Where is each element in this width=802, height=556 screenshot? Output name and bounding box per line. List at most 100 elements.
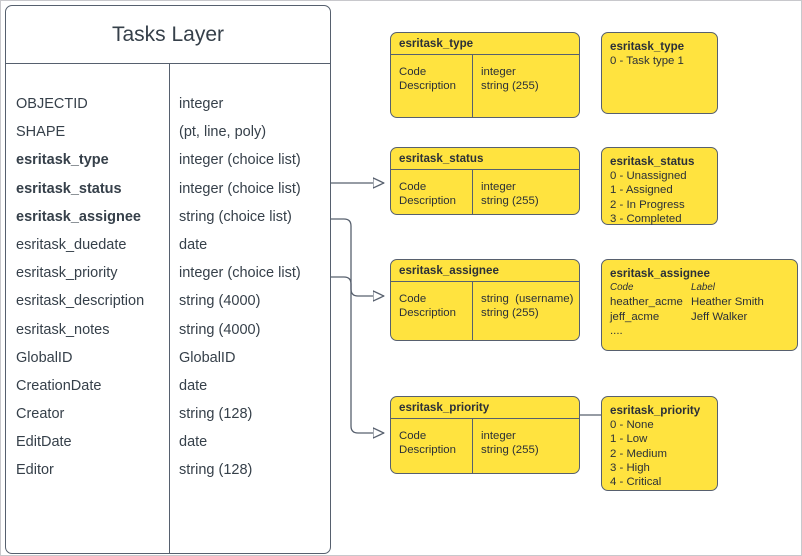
- codelist-header-label: Label: [691, 282, 715, 293]
- field-type: date: [179, 434, 208, 451]
- table-body-esritask-status: Code Description integer string (255): [391, 170, 579, 214]
- tasks-layer-table: Tasks Layer OBJECTID integer SHAPE (pt, …: [5, 5, 331, 554]
- codelist-item: 1 - Assigned: [610, 184, 673, 197]
- table-header-esritask-assignee: esritask_assignee: [391, 260, 579, 282]
- field-name: GlobalID: [16, 349, 73, 366]
- field-name: esritask_description: [16, 293, 145, 310]
- codelist-row: heather_acme Heather Smith: [610, 295, 789, 310]
- connector-priority: [331, 276, 384, 433]
- codelist-row: jeff_acme Jeff Walker: [610, 310, 789, 325]
- field-name: CreationDate: [16, 377, 102, 394]
- field-type: integer: [179, 96, 224, 112]
- field-type: date: [179, 236, 208, 253]
- tasks-layer-body: OBJECTID integer SHAPE (pt, line, poly) …: [6, 64, 330, 553]
- codelist-item: 1 - Low: [610, 433, 648, 446]
- codelist-esritask-type: esritask_type 0 - Task type 1: [601, 32, 718, 114]
- table-row: esritask_notes string (4000): [6, 322, 330, 350]
- codelist-ellipsis: ....: [610, 325, 623, 338]
- table-body-esritask-type: Code Description integer string (255): [391, 55, 579, 117]
- table-column-type: integer string (255): [481, 66, 539, 93]
- codelist-esritask-assignee: esritask_assignee Code Label heather_acm…: [601, 259, 798, 351]
- codelist-label: Heather Smith: [691, 296, 764, 308]
- table-header-esritask-type: esritask_type: [391, 33, 579, 55]
- column-divider: [472, 282, 474, 340]
- field-type: (pt, line, poly): [179, 124, 267, 141]
- codelist-title: esritask_status: [610, 155, 695, 168]
- codelist-item: 3 - Completed: [610, 212, 682, 225]
- table-row: OBJECTID integer: [6, 96, 330, 124]
- field-name: EditDate: [16, 434, 72, 451]
- codelist-item: 2 - In Progress: [610, 198, 685, 211]
- table-column-type: integer string (255): [481, 181, 539, 208]
- table-esritask-priority: esritask_priority Code Description integ…: [390, 396, 580, 474]
- table-row: Creator string (128): [6, 406, 330, 434]
- codelist-item: 2 - Medium: [610, 447, 667, 460]
- connector-assignee: [331, 218, 384, 296]
- column-divider: [472, 419, 474, 473]
- table-esritask-assignee: esritask_assignee Code Description strin…: [390, 259, 580, 341]
- field-name: esritask_type: [16, 152, 109, 169]
- codelist-item: 0 - Unassigned: [610, 170, 687, 182]
- table-row: esritask_status integer (choice list): [6, 181, 330, 209]
- field-type: string (128): [179, 406, 253, 423]
- table-column-code: Code Description: [399, 293, 456, 320]
- field-name: esritask_duedate: [16, 236, 127, 253]
- table-esritask-type: esritask_type Code Description integer s…: [390, 32, 580, 118]
- table-column-type: string (username) string (255): [481, 293, 574, 320]
- field-name: Creator: [16, 406, 65, 423]
- table-row: esritask_duedate date: [6, 237, 330, 265]
- field-name: Editor: [16, 462, 54, 479]
- codelist-item: 0 - None: [610, 419, 654, 431]
- field-name: OBJECTID: [16, 96, 88, 112]
- codelist-label: Jeff Walker: [691, 310, 748, 323]
- field-name: esritask_priority: [16, 265, 118, 282]
- page-title: Tasks Layer: [6, 6, 330, 64]
- codelist-item: 4 - Critical: [610, 476, 662, 489]
- field-list: OBJECTID integer SHAPE (pt, line, poly) …: [6, 96, 330, 491]
- codelist-item: 0 - Task type 1: [610, 55, 684, 67]
- table-row: esritask_priority integer (choice list): [6, 265, 330, 293]
- table-row: EditDate date: [6, 434, 330, 462]
- codelist-title: esritask_priority: [610, 404, 701, 417]
- codelist-header-row: Code Label: [610, 281, 789, 295]
- table-header-esritask-priority: esritask_priority: [391, 397, 579, 419]
- field-type: integer (choice list): [179, 180, 301, 197]
- table-body-esritask-assignee: Code Description string (username) strin…: [391, 282, 579, 340]
- column-divider: [472, 170, 474, 214]
- table-body-esritask-priority: Code Description integer string (255): [391, 419, 579, 473]
- codelist-code: jeff_acme: [610, 310, 660, 323]
- field-name: esritask_assignee: [16, 208, 141, 225]
- field-name: esritask_notes: [16, 321, 110, 338]
- table-column-code: Code Description: [399, 66, 456, 93]
- table-esritask-status: esritask_status Code Description integer…: [390, 147, 580, 215]
- field-name: SHAPE: [16, 124, 66, 141]
- column-divider: [169, 64, 170, 553]
- field-type: string (choice list): [179, 208, 292, 225]
- table-column-code: Code Description: [399, 181, 456, 208]
- table-row: CreationDate date: [6, 378, 330, 406]
- table-row: GlobalID GlobalID: [6, 350, 330, 378]
- codelist-title: esritask_assignee: [610, 267, 710, 280]
- codelist-header-code: Code: [610, 282, 634, 293]
- table-column-type: integer string (255): [481, 430, 539, 457]
- table-column-code: Code Description: [399, 430, 456, 457]
- field-type: string (4000): [179, 321, 261, 338]
- field-name: esritask_status: [16, 180, 122, 197]
- field-type: integer (choice list): [179, 152, 301, 169]
- codelist-esritask-priority: esritask_priority 0 - None 1 - Low 2 - M…: [601, 396, 718, 491]
- field-type: integer (choice list): [179, 265, 301, 282]
- field-type: string (4000): [179, 293, 261, 310]
- codelist-code: heather_acme: [610, 296, 683, 308]
- field-type: date: [179, 377, 208, 394]
- table-row: Editor string (128): [6, 462, 330, 490]
- column-divider: [472, 55, 474, 117]
- table-row: SHAPE (pt, line, poly): [6, 124, 330, 152]
- table-row: esritask_assignee string (choice list): [6, 209, 330, 237]
- field-type: GlobalID: [179, 349, 236, 366]
- codelist-title: esritask_type: [610, 40, 685, 53]
- codelist-esritask-status: esritask_status 0 - Unassigned 1 - Assig…: [601, 147, 718, 225]
- table-row: esritask_description string (4000): [6, 293, 330, 321]
- codelist-item: 3 - High: [610, 461, 650, 474]
- table-header-esritask-status: esritask_status: [391, 148, 579, 170]
